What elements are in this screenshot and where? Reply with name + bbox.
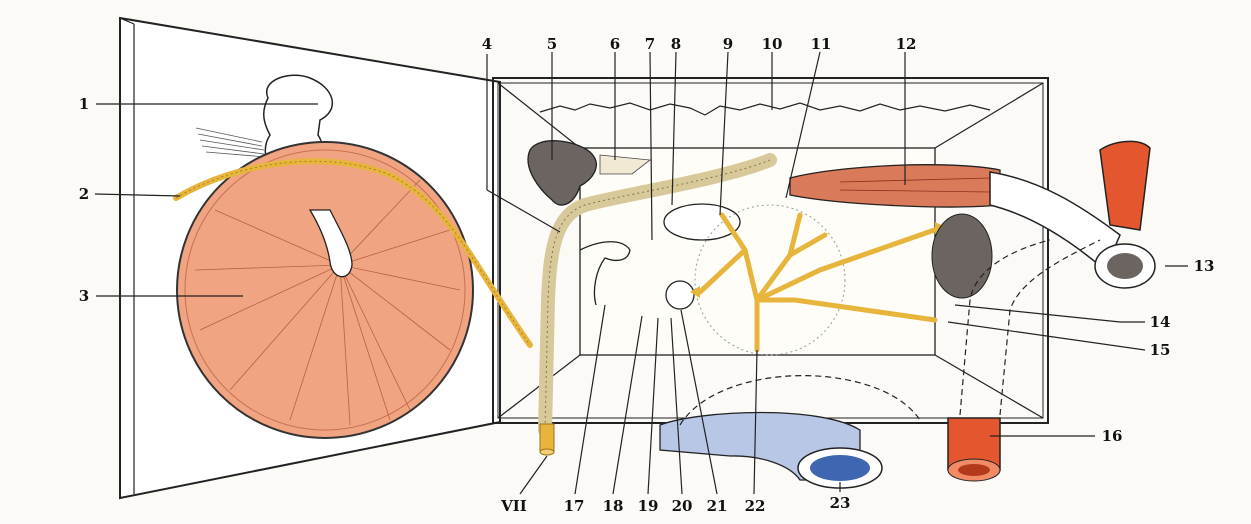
label-18: 18	[603, 497, 624, 515]
label-2: 2	[79, 185, 89, 203]
label-8: 8	[671, 35, 681, 53]
tegmen-line	[540, 103, 990, 115]
label-11: 11	[811, 35, 832, 53]
carotid-artery-upper	[1100, 141, 1150, 230]
label-10: 10	[762, 35, 783, 53]
round-window	[666, 281, 694, 309]
label-22: 22	[745, 497, 766, 515]
muscle-cross-section	[932, 214, 992, 298]
label-23: 23	[830, 494, 851, 512]
label-VII: VII	[500, 497, 527, 515]
label-6: 6	[610, 35, 620, 53]
label-13: 13	[1194, 257, 1215, 275]
label-9: 9	[723, 35, 733, 53]
label-1: 1	[79, 95, 89, 113]
label-7: 7	[645, 35, 655, 53]
label-14: 14	[1150, 313, 1171, 331]
label-3: 3	[79, 287, 89, 305]
facial-nerve-stump	[540, 424, 554, 452]
label-5: 5	[547, 35, 557, 53]
label-19: 19	[638, 497, 659, 515]
label-16: 16	[1102, 427, 1123, 445]
label-20: 20	[672, 497, 693, 515]
label-4: 4	[482, 35, 492, 53]
label-12: 12	[896, 35, 917, 53]
label-15: 15	[1150, 341, 1171, 359]
tympanic-membrane	[177, 142, 473, 438]
label-17: 17	[564, 497, 585, 515]
label-21: 21	[707, 497, 728, 515]
